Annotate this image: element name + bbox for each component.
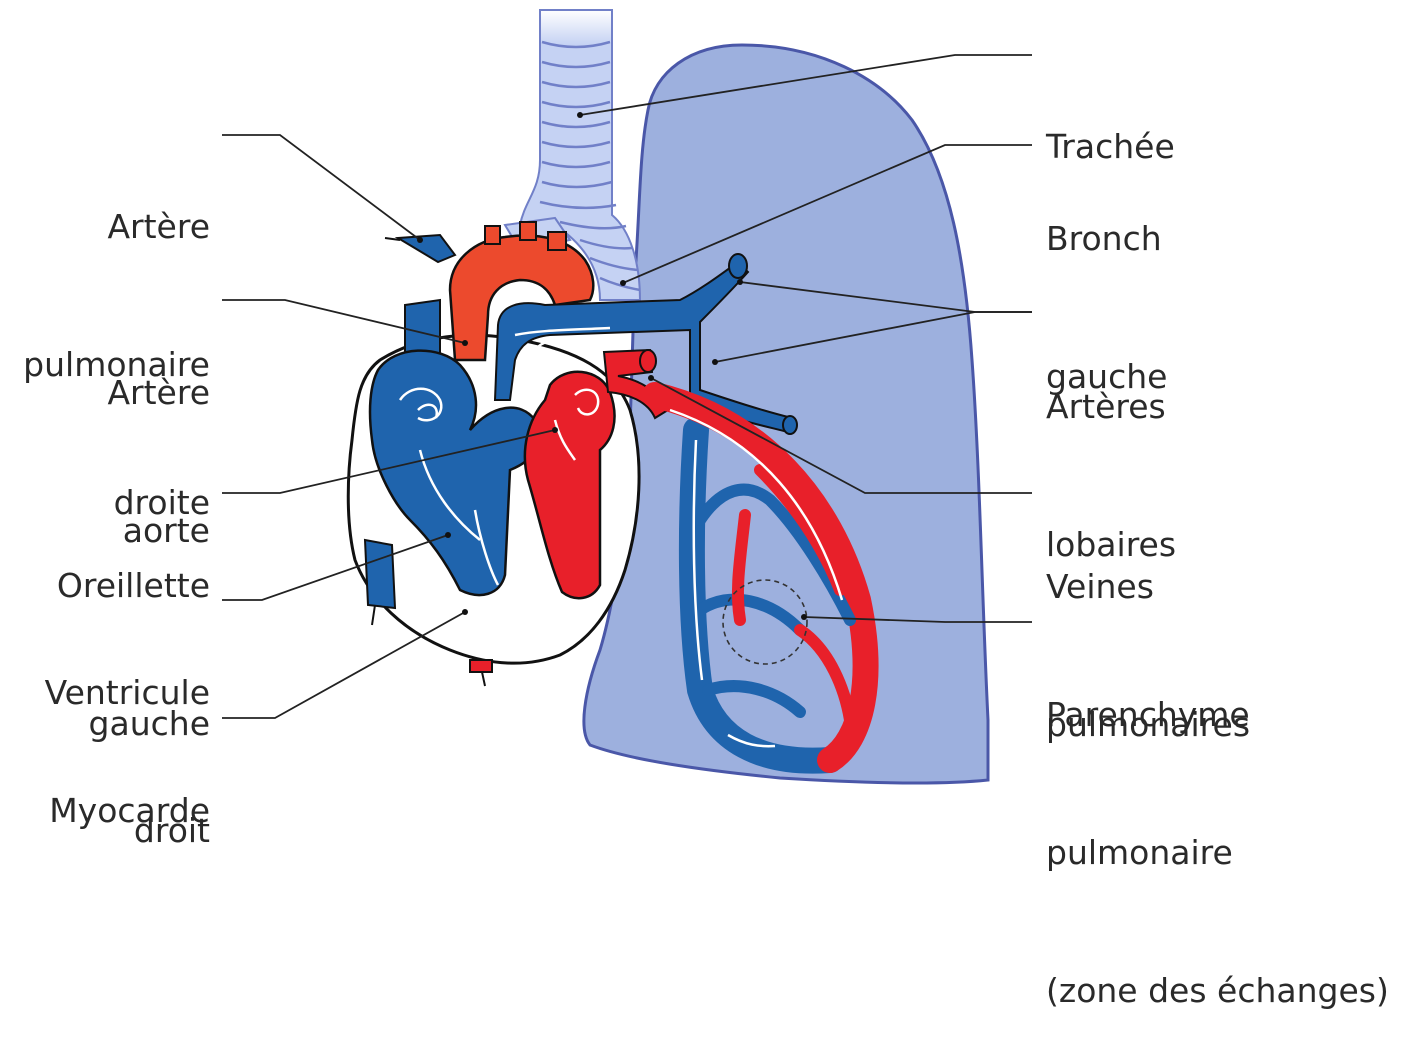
label-myocarde: Myocarde — [49, 696, 210, 880]
left-lung — [584, 45, 988, 783]
diagram-stage: Trachée Bronch gauche Artères lobaires V… — [0, 0, 1406, 821]
label-parenchyme: Parenchyme pulmonaire (zone des échanges… — [1046, 600, 1389, 1060]
vena-cava-inferior — [365, 540, 395, 608]
